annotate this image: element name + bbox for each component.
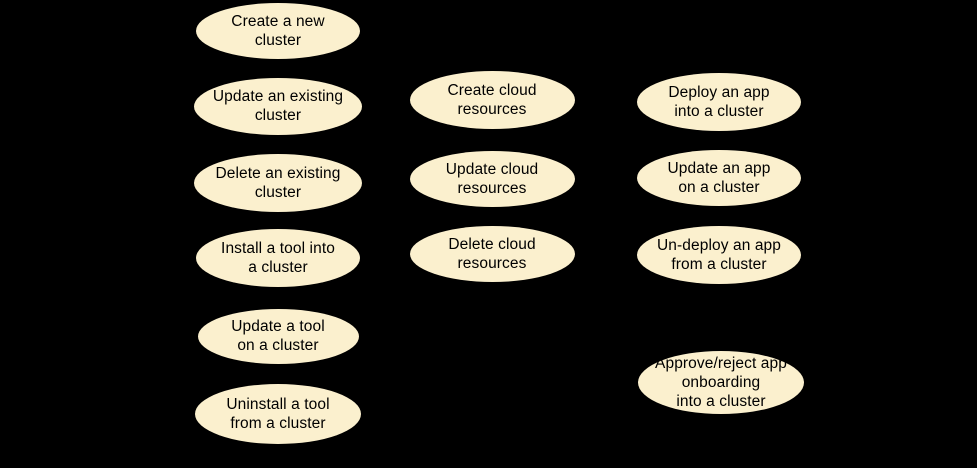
usecase-ellipse-uninstall-tool-from-cluster: Uninstall a tool from a cluster [195,384,361,444]
usecase-ellipse-approve-reject-app-onboarding: Approve/reject app onboarding into a clu… [638,350,804,414]
usecase-label-uninstall-tool-from-cluster: Uninstall a tool from a cluster [226,396,330,432]
usecase-ellipse-create-new-cluster: Create a new cluster [196,3,360,59]
usecase-ellipse-delete-existing-cluster: Delete an existing cluster [194,154,362,212]
usecase-label-deploy-app-into-cluster: Deploy an app into a cluster [668,84,770,120]
usecase-ellipse-undeploy-app-from-cluster: Un-deploy an app from a cluster [637,226,801,284]
usecase-label-delete-existing-cluster: Delete an existing cluster [215,165,341,201]
usecase-label-create-new-cluster: Create a new cluster [231,13,325,49]
usecase-label-update-tool-on-cluster: Update a tool on a cluster [231,318,325,354]
usecase-ellipse-update-tool-on-cluster: Update a tool on a cluster [197,308,359,364]
usecase-ellipse-update-existing-cluster: Update an existing cluster [194,77,362,135]
usecase-label-install-tool-into-cluster: Install a tool into a cluster [221,240,335,276]
usecase-ellipse-create-cloud-resources: Create cloud resources [409,71,575,129]
usecase-label-update-app-on-cluster: Update an app on a cluster [667,160,771,196]
usecase-label-create-cloud-resources: Create cloud resources [447,82,537,118]
usecase-label-approve-reject-app-onboarding: Approve/reject app onboarding into a clu… [655,354,787,410]
usecase-ellipse-deploy-app-into-cluster: Deploy an app into a cluster [637,73,801,131]
usecase-label-update-cloud-resources: Update cloud resources [445,161,539,197]
usecase-label-delete-cloud-resources: Delete cloud resources [448,236,536,272]
usecase-label-update-existing-cluster: Update an existing cluster [212,88,344,124]
usecase-ellipse-install-tool-into-cluster: Install a tool into a cluster [196,229,360,287]
usecase-ellipse-update-app-on-cluster: Update an app on a cluster [637,150,801,206]
usecase-ellipse-update-cloud-resources: Update cloud resources [409,151,575,207]
usecase-ellipse-delete-cloud-resources: Delete cloud resources [409,226,575,282]
usecase-label-undeploy-app-from-cluster: Un-deploy an app from a cluster [657,237,781,273]
